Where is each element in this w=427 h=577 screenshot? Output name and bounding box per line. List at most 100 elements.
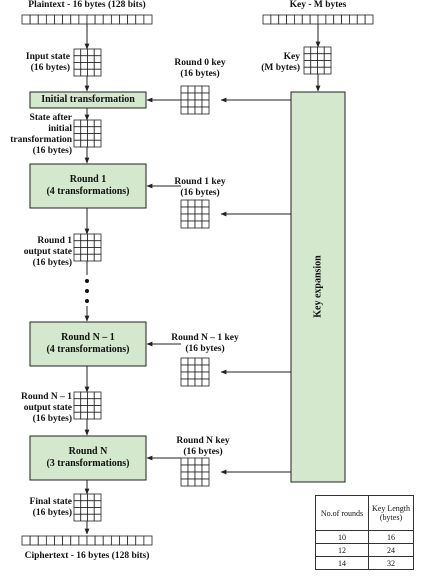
byte-cell [102, 14, 112, 25]
flow-arrows [84, 24, 321, 535]
byte-cell [349, 14, 358, 25]
grid-cell [93, 405, 102, 413]
grid-cell [73, 411, 82, 420]
grid-cell [87, 253, 95, 262]
grid-cell [80, 48, 88, 57]
byte-cell [62, 14, 72, 25]
grid-cell [194, 106, 203, 115]
rounds-header: No.of rounds [315, 495, 369, 531]
grid-cell [187, 106, 196, 115]
ciphertext-label: Ciphertext - 16 bytes (128 bits) [24, 551, 150, 561]
grid-cell [194, 220, 203, 229]
grid-cell [194, 99, 203, 108]
grid-cell [194, 378, 203, 387]
grid-cell [317, 46, 325, 55]
grid-cell [180, 213, 189, 222]
roundN1-output-grid [73, 391, 102, 420]
ellipsis-dots [85, 279, 89, 303]
grid-cell [87, 133, 95, 141]
grid-cell [180, 206, 189, 215]
grid-cell [87, 139, 95, 148]
grid-cell [87, 391, 95, 400]
grid-cell [87, 507, 95, 515]
grid-cell [93, 493, 102, 502]
grid-cell [87, 62, 95, 70]
byte-cell [94, 14, 104, 25]
grid-cell [87, 513, 95, 522]
table-row: 12 24 [315, 543, 414, 557]
byte-cell [37, 535, 47, 546]
grid-cell [201, 199, 210, 208]
grid-cell [73, 133, 82, 141]
grid-cell [201, 85, 210, 94]
grid-cell [180, 371, 189, 380]
grid-cell [80, 411, 88, 420]
grid-cell [180, 457, 189, 466]
grid-cell [310, 60, 318, 68]
grid-cell [194, 464, 203, 473]
grid-cell [194, 371, 203, 380]
round1-output-grid [73, 233, 102, 262]
byte-cell [301, 14, 311, 25]
byte-cell [110, 535, 120, 546]
grid-cell [180, 199, 189, 208]
grid-cell [187, 478, 196, 487]
grid-cell [180, 92, 189, 101]
grid-cell [310, 66, 318, 75]
grid-cell [201, 364, 210, 373]
grid-cell [93, 411, 102, 420]
byte-cell [78, 535, 88, 546]
grid-cell [80, 240, 88, 248]
grid-cell [194, 85, 203, 94]
plaintext-label: Plaintext - 16 bytes (128 bits) [28, 0, 146, 10]
grid-cell [201, 357, 210, 366]
byte-cell [278, 14, 287, 25]
grid-cell [201, 378, 210, 387]
grid-cell [73, 55, 82, 63]
grid-cell [93, 513, 102, 522]
grid-cell [187, 213, 196, 222]
roundN1-key-label: Round N – 1 key(16 bytes) [171, 333, 239, 354]
byte-cell [143, 14, 153, 25]
grid-cell [87, 119, 95, 128]
byte-cell [45, 14, 55, 25]
grid-cell [80, 133, 88, 141]
byte-cell [356, 14, 366, 25]
key-length-header: Key Length (bytes) [368, 495, 414, 531]
grid-cell [201, 213, 210, 222]
byte-cell [94, 535, 104, 546]
grid-cell [180, 106, 189, 115]
byte-cell [29, 535, 39, 546]
byte-cell [333, 14, 342, 25]
grid-cell [80, 253, 88, 262]
byte-cell [62, 535, 72, 546]
byte-cell [294, 14, 303, 25]
grid-cell [87, 500, 95, 508]
grid-cell [194, 213, 203, 222]
byte-cell [45, 535, 55, 546]
final-state-label: Final state(16 bytes) [29, 497, 72, 518]
round1-key-grid [180, 199, 210, 229]
round0-key-label: Round 0 key(16 bytes) [174, 58, 226, 79]
roundN-label: Round N(3 transformations) [46, 446, 130, 469]
grid-cell [73, 62, 82, 70]
grid-cell [80, 55, 88, 63]
roundN-key-label: Round N key(16 bytes) [176, 436, 230, 457]
grid-cell [180, 378, 189, 387]
grid-cell [80, 68, 88, 77]
grid-cell [73, 48, 82, 57]
grid-cell [201, 457, 210, 466]
grid-cell [80, 126, 88, 134]
table-row: 10 16 [315, 530, 414, 544]
input-state-grid [73, 48, 102, 77]
grid-cell [73, 247, 82, 255]
byte-cell [54, 535, 64, 546]
grid-cell [194, 478, 203, 487]
grid-cell [201, 464, 210, 473]
grid-cell [180, 99, 189, 108]
roundN1-box [29, 321, 147, 367]
grid-cell [73, 139, 82, 148]
grid-cell [80, 513, 88, 522]
